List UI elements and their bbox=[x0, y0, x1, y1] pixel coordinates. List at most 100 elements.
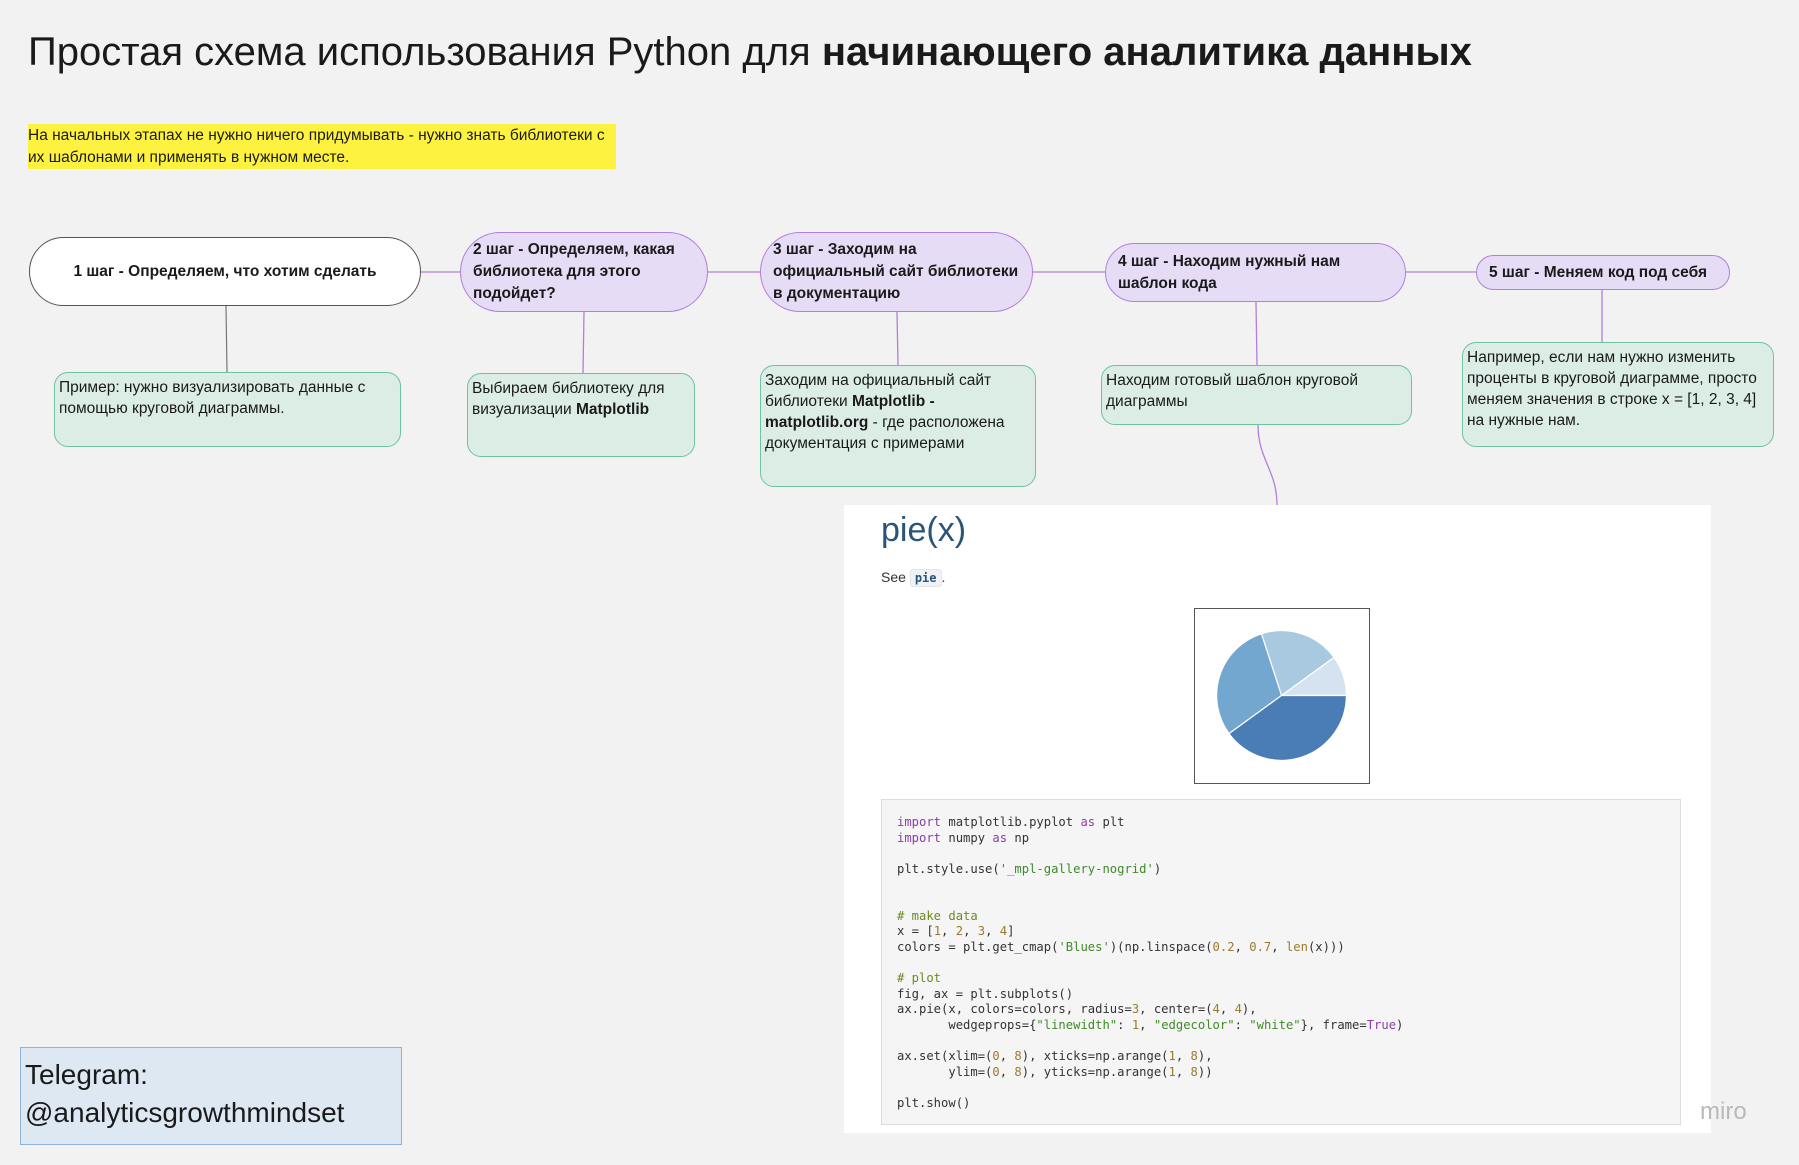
step-4-node[interactable]: 4 шаг - Находим нужный нам шаблон кода bbox=[1105, 243, 1406, 302]
code-token: 'Blues' bbox=[1058, 939, 1110, 954]
code-line: fig, ax = plt.subplots() bbox=[897, 987, 1665, 1003]
doc-pie-link[interactable]: pie bbox=[909, 569, 942, 587]
step-3-node[interactable]: 3 шаг - Заходим на официальный сайт библ… bbox=[760, 232, 1033, 312]
code-token: 0 bbox=[992, 1064, 1000, 1079]
code-token: "linewidth" bbox=[1036, 1017, 1118, 1032]
code-token: (x))) bbox=[1307, 939, 1345, 954]
code-line: ylim=(0, 8), yticks=np.arange(1, 8)) bbox=[897, 1065, 1665, 1081]
step-1-note[interactable]: Пример: нужно визуализировать данные с п… bbox=[54, 372, 401, 447]
code-token: 2 bbox=[955, 924, 964, 939]
code-token: 8 bbox=[1014, 1048, 1022, 1063]
code-token: , bbox=[941, 924, 956, 939]
code-token: ), yticks=np.arange( bbox=[1021, 1064, 1169, 1079]
code-token: , bbox=[963, 924, 978, 939]
step-1-node[interactable]: 1 шаг - Определяем, что хотим сделать bbox=[29, 237, 421, 306]
code-token: as bbox=[992, 830, 1008, 845]
code-token: , bbox=[1175, 1048, 1191, 1063]
code-token: ylim=( bbox=[897, 1064, 993, 1079]
step-2-note[interactable]: Выбираем библиотеку для визуализации Mat… bbox=[467, 373, 695, 457]
code-token: ] bbox=[1007, 924, 1015, 939]
code-token: 3 bbox=[1131, 1002, 1140, 1017]
code-line: plt.show() bbox=[897, 1096, 1665, 1112]
code-token: "white" bbox=[1249, 1017, 1301, 1032]
code-token: ), bbox=[1197, 1048, 1213, 1063]
code-token: ax.set(xlim=( bbox=[897, 1048, 993, 1063]
code-token: import bbox=[897, 815, 942, 829]
code-token: as bbox=[1080, 815, 1096, 829]
code-line: colors = plt.get_cmap('Blues')(np.linspa… bbox=[897, 940, 1665, 956]
code-token: 8 bbox=[1014, 1064, 1022, 1079]
code-token: plt.style.use( bbox=[897, 861, 1000, 876]
code-token: len bbox=[1285, 939, 1308, 954]
code-token: 4 bbox=[1212, 1002, 1220, 1017]
intro-sticky-note[interactable]: На начальных этапах не нужно ничего прид… bbox=[28, 124, 616, 169]
code-token: x = [ bbox=[897, 924, 934, 939]
connector-note4-doc bbox=[1257, 424, 1278, 506]
code-line bbox=[897, 1033, 1665, 1049]
documentation-screenshot: pie(x) See pie. import matplotlib.pyplot… bbox=[844, 505, 1711, 1133]
pie-slice-3 bbox=[1216, 633, 1283, 735]
doc-title: pie(x) bbox=[881, 511, 967, 549]
pie-slice-4 bbox=[1228, 694, 1347, 761]
code-token: ) bbox=[1396, 1017, 1404, 1032]
code-token: # make data bbox=[897, 908, 978, 923]
code-token: True bbox=[1366, 1017, 1397, 1032]
code-line: wedgeprops={"linewidth": 1, "edgecolor":… bbox=[897, 1018, 1665, 1034]
code-token: matplotlib.pyplot bbox=[941, 815, 1081, 829]
code-line: plt.style.use('_mpl-gallery-nogrid') bbox=[897, 862, 1665, 878]
pie-chart bbox=[1216, 630, 1347, 761]
code-token: 1 bbox=[933, 924, 942, 939]
connector-step2-note bbox=[582, 311, 585, 374]
code-line: x = [1, 2, 3, 4] bbox=[897, 924, 1665, 940]
code-token: 3 bbox=[977, 924, 986, 939]
step-5-node[interactable]: 5 шаг - Меняем код под себя bbox=[1476, 255, 1730, 290]
code-token: )) bbox=[1197, 1064, 1213, 1079]
connector-step4-note bbox=[1255, 301, 1258, 366]
step-3-note[interactable]: Заходим на официальный сайт библиотеки M… bbox=[760, 365, 1036, 487]
code-line bbox=[897, 877, 1665, 893]
connector-step3-note bbox=[896, 311, 899, 366]
code-token: 4 bbox=[999, 924, 1008, 939]
code-token: : bbox=[1117, 1017, 1132, 1032]
code-token: , bbox=[985, 924, 1000, 939]
code-line bbox=[897, 846, 1665, 862]
code-token: ), bbox=[1241, 1002, 1257, 1017]
step-5-note[interactable]: Например, если нам нужно изменить процен… bbox=[1462, 342, 1774, 447]
code-token: 8 bbox=[1190, 1048, 1198, 1063]
code-token: , bbox=[1219, 1002, 1235, 1017]
code-token: , bbox=[1271, 939, 1286, 954]
doc-see-text: See pie. bbox=[881, 569, 946, 587]
code-token: # plot bbox=[897, 970, 942, 985]
code-line bbox=[897, 955, 1665, 971]
code-token: colors = plt.get_cmap( bbox=[897, 939, 1059, 954]
code-line: ax.set(xlim=(0, 8), xticks=np.arange(1, … bbox=[897, 1049, 1665, 1065]
code-token: 1 bbox=[1168, 1048, 1176, 1063]
code-token: wedgeprops={ bbox=[897, 1017, 1037, 1032]
code-token: "edgecolor" bbox=[1153, 1017, 1235, 1032]
code-line: import numpy as np bbox=[897, 831, 1665, 847]
code-token: 0.7 bbox=[1249, 939, 1272, 954]
code-line: # make data bbox=[897, 909, 1665, 925]
code-token: , bbox=[1234, 939, 1250, 954]
code-token: 0 bbox=[992, 1048, 1000, 1063]
connector-step1-note bbox=[225, 305, 228, 373]
code-token: 4 bbox=[1234, 1002, 1242, 1017]
code-token: : bbox=[1234, 1017, 1250, 1032]
step-2-node[interactable]: 2 шаг - Определяем, какая библиотека для… bbox=[460, 232, 708, 312]
code-token: 0.2 bbox=[1212, 939, 1235, 954]
code-token: fig, ax = plt.subplots() bbox=[897, 986, 1074, 1001]
code-token: )(np.linspace( bbox=[1109, 939, 1213, 954]
telegram-note[interactable]: Telegram:@analyticsgrowthmindset bbox=[20, 1047, 402, 1145]
code-token: , bbox=[999, 1048, 1015, 1063]
code-token: ax.pie(x, colors=colors, radius= bbox=[897, 1002, 1132, 1017]
pie-slice-2 bbox=[1260, 630, 1335, 697]
code-line: # plot bbox=[897, 971, 1665, 987]
step-4-note[interactable]: Находим готовый шаблон круговой диаграмм… bbox=[1101, 365, 1412, 425]
board-title: Простая схема использования Python для н… bbox=[28, 30, 1472, 74]
code-token: 1 bbox=[1131, 1017, 1140, 1032]
code-line bbox=[897, 1080, 1665, 1096]
code-token: ) bbox=[1153, 861, 1162, 876]
code-token: import bbox=[897, 830, 942, 845]
